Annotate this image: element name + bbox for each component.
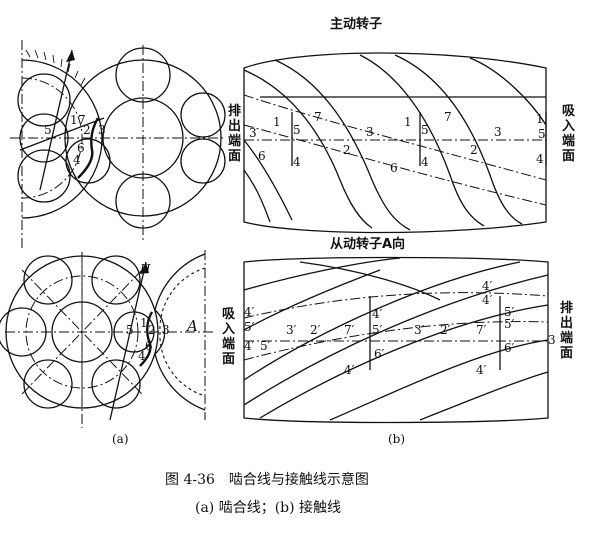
suction-face-label-char: 吸 [562,104,576,119]
contact-point-label: 5′ [504,305,515,319]
contact-point-label: 5′ [372,323,383,337]
suction-face-label-char: 面 [562,149,575,164]
suction-face-label-char: 入 [562,119,575,134]
contact-point-label: 6 [258,149,266,163]
contact-point-label: 5′ [504,317,515,331]
discharge-face-label-char: 排 [560,300,573,316]
contact-point-label: 4 [536,152,544,166]
contact-point-label: 3′ [414,323,425,337]
contact-point-label: 7 [444,110,452,124]
left-top-cross-section: 1 7 2 3 5 6 4 [10,40,226,250]
mesh-point-label: 3 [162,323,170,337]
contact-point-label: 3 [494,125,502,139]
contact-point-label: 4′ [482,279,493,293]
contact-point-label: 2 [470,143,478,157]
suction-face-label-char: 端 [222,336,235,352]
contact-point-label: 6 [390,161,398,175]
discharge-face-label-char: 排 [228,103,241,119]
mesh-point-label: 5 [44,123,52,137]
right-top-driving-rotor: 主动转子 排 出 端 面 吸 入 端 面 7 1 3 5 4 2 6 3 [228,16,576,234]
contact-point-label: 2 [343,143,351,157]
mesh-point-label: 4 [138,349,146,363]
mesh-point-label: 2 [83,123,91,137]
contact-point-label: 2′ [310,323,321,337]
contact-point-label: 5 [538,127,546,141]
contact-point-label: 1 [404,115,412,129]
contact-point-label: 5 [421,123,429,137]
mesh-point-label: 7 [78,113,86,127]
contact-point-label: 5′ [260,339,271,353]
mesh-point-label: 2 [148,323,156,337]
discharge-face-label-char: 出 [228,118,241,134]
discharge-face-label-char: 端 [560,330,573,346]
contact-point-label: 4′ [244,339,255,353]
contact-point-label: 3 [366,125,374,139]
contact-point-label: 1 [536,112,544,126]
rotor-a-label: A [185,317,198,335]
contact-point-label: 3 [249,126,257,140]
suction-face-label-char: 端 [562,133,575,149]
discharge-face-label-char: 端 [228,133,241,149]
contact-point-label: 5′ [244,320,255,334]
mesh-point-label: 1 [140,316,148,330]
mesh-point-label: 3 [98,123,106,137]
mesh-point-label: 6 [77,141,85,155]
contact-point-label: 4′ [482,293,493,307]
mesh-point-label: 5 [126,323,134,337]
suction-face-label-char: 入 [222,322,235,337]
contact-point-label: 3′ [286,323,297,337]
contact-point-label: 7 [314,110,322,124]
contact-point-label: 4′ [476,363,487,377]
direction-h-label: H [139,262,151,276]
suction-face-label-char: 吸 [222,307,236,322]
panel-b-label: (b) [388,432,405,446]
mesh-point-label: 4 [73,153,81,167]
right-bottom-driven-rotor: 从动转子A向 吸 入 端 面 排 出 端 面 4′ 5′ 2′ 3′ 4′ 5′… [222,236,573,424]
contact-point-label: 6′ [374,347,385,361]
contact-point-label: 7′ [476,323,487,337]
contact-point-label: 1 [273,115,281,129]
figure-caption-title: 图 4-36 啮合线与接触线示意图 [165,471,369,488]
contact-point-label: 5 [293,123,301,137]
contact-point-label: 2′ [440,323,451,337]
contact-point-label: 4′ [372,307,383,321]
discharge-face-label-char: 面 [560,346,573,361]
contact-point-label: 4′ [344,363,355,377]
suction-face-label-char: 面 [222,352,235,367]
left-bottom-cross-section: 1 2 3 5 6 4 A H [0,250,215,428]
contact-point-label: 4 [421,155,429,169]
contact-point-label: 7′ [344,323,355,337]
discharge-face-label-char: 面 [228,149,241,164]
panel-a-label: (a) [112,432,129,446]
contact-point-label: 6′ [504,341,515,355]
mesh-point-label: 6 [145,339,153,353]
discharge-face-label-char: 出 [560,315,573,331]
figure-caption-subtitle: (a) 啮合线；(b) 接触线 [195,499,341,516]
driving-rotor-title: 主动转子 [330,16,382,32]
mesh-point-label: 1 [70,113,78,127]
contact-point-label: 3 [548,333,556,347]
contact-point-label: 4′ [244,305,255,319]
driven-rotor-title: 从动转子A向 [330,236,405,252]
contact-point-label: 4 [293,155,301,169]
